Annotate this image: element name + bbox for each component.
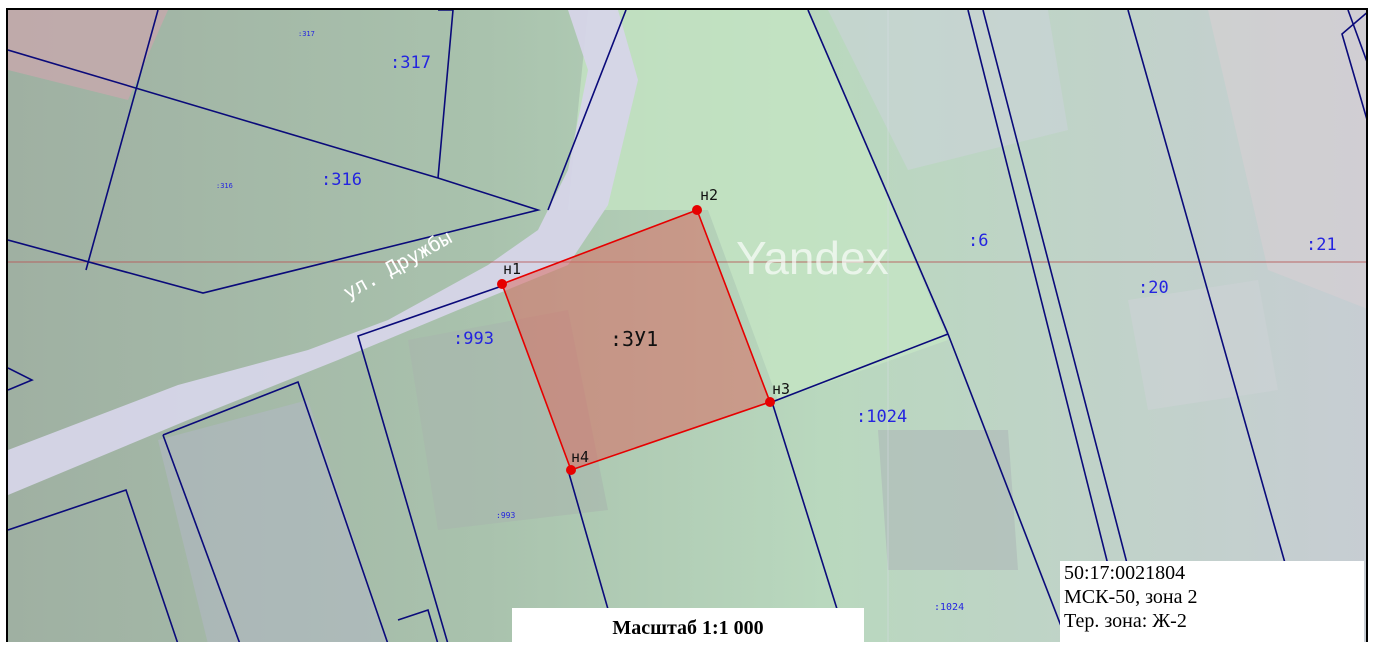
parcel-label-1024-small: :1024 xyxy=(934,602,964,613)
parcel-label-1024: :1024 xyxy=(856,407,907,427)
boundary-line xyxy=(547,10,627,211)
boundary-line xyxy=(357,285,503,642)
map-info-box: 50:17:0021804 МСК-50, зона 2 Тер. зона: … xyxy=(1060,561,1364,642)
scale-label: Масштаб 1:1 000 xyxy=(612,617,764,639)
boundary-line xyxy=(8,367,34,391)
territorial-zone: Тер. зона: Ж-2 xyxy=(1064,610,1187,632)
boundary-line xyxy=(807,10,949,335)
boundary-line xyxy=(967,10,1129,642)
parcel-label-317-small: :317 xyxy=(298,30,315,38)
boundary-line xyxy=(162,380,389,642)
parcel-label-993: :993 xyxy=(453,329,494,349)
parcel-label-20: :20 xyxy=(1138,278,1169,298)
boundary-line xyxy=(1341,12,1366,120)
boundary-line xyxy=(8,49,439,179)
rooftop-area xyxy=(8,10,168,100)
building-area xyxy=(1208,10,1366,309)
green-field xyxy=(568,10,948,400)
map-canvas[interactable]: Yandex ул. Дружбы :317 :317 :316 :316 :9… xyxy=(8,10,1368,642)
point-label-n2: н2 xyxy=(700,186,718,204)
parcel-label-21: :21 xyxy=(1306,235,1337,255)
boundary-line xyxy=(162,434,241,642)
parcel-label-316: :316 xyxy=(321,170,362,190)
boundary-line xyxy=(8,177,541,294)
map-frame[interactable]: Yandex ул. Дружбы :317 :317 :316 :316 :9… xyxy=(6,8,1368,642)
boundary-line xyxy=(8,488,179,642)
parcel-label-316-small: :316 xyxy=(216,182,233,190)
point-label-n1: н1 xyxy=(503,260,521,278)
parcel-label-6: :6 xyxy=(968,231,988,251)
cadastral-quarter-number: 50:17:0021804 xyxy=(1064,562,1186,584)
point-n1-marker[interactable] xyxy=(497,279,507,289)
house-area xyxy=(1128,280,1278,410)
parcel-label-993-small: :993 xyxy=(496,511,515,520)
boundary-line xyxy=(1127,10,1309,642)
parcel-boundaries xyxy=(8,10,1366,642)
parcel-label-zu1: :ЗУ1 xyxy=(610,327,658,351)
boundary-line xyxy=(1347,10,1366,62)
yard-area xyxy=(158,400,388,642)
point-n2-marker[interactable] xyxy=(692,205,702,215)
road-druzhby xyxy=(8,10,638,495)
boundary-line xyxy=(947,333,1069,642)
point-n4-marker[interactable] xyxy=(566,465,576,475)
point-label-n3: н3 xyxy=(772,380,790,398)
yandex-watermark: Yandex xyxy=(736,232,889,284)
point-label-n4: н4 xyxy=(571,448,589,466)
boundary-line xyxy=(437,10,454,179)
boundary-line xyxy=(85,10,159,271)
scale-label-box: Масштаб 1:1 000 xyxy=(512,608,864,642)
house-area xyxy=(878,430,1018,570)
boundary-line xyxy=(397,608,439,642)
coordinate-system: МСК-50, зона 2 xyxy=(1064,586,1198,608)
parcel-label-317: :317 xyxy=(390,53,431,73)
point-n3-marker[interactable] xyxy=(765,397,775,407)
boundary-line xyxy=(982,10,1149,642)
